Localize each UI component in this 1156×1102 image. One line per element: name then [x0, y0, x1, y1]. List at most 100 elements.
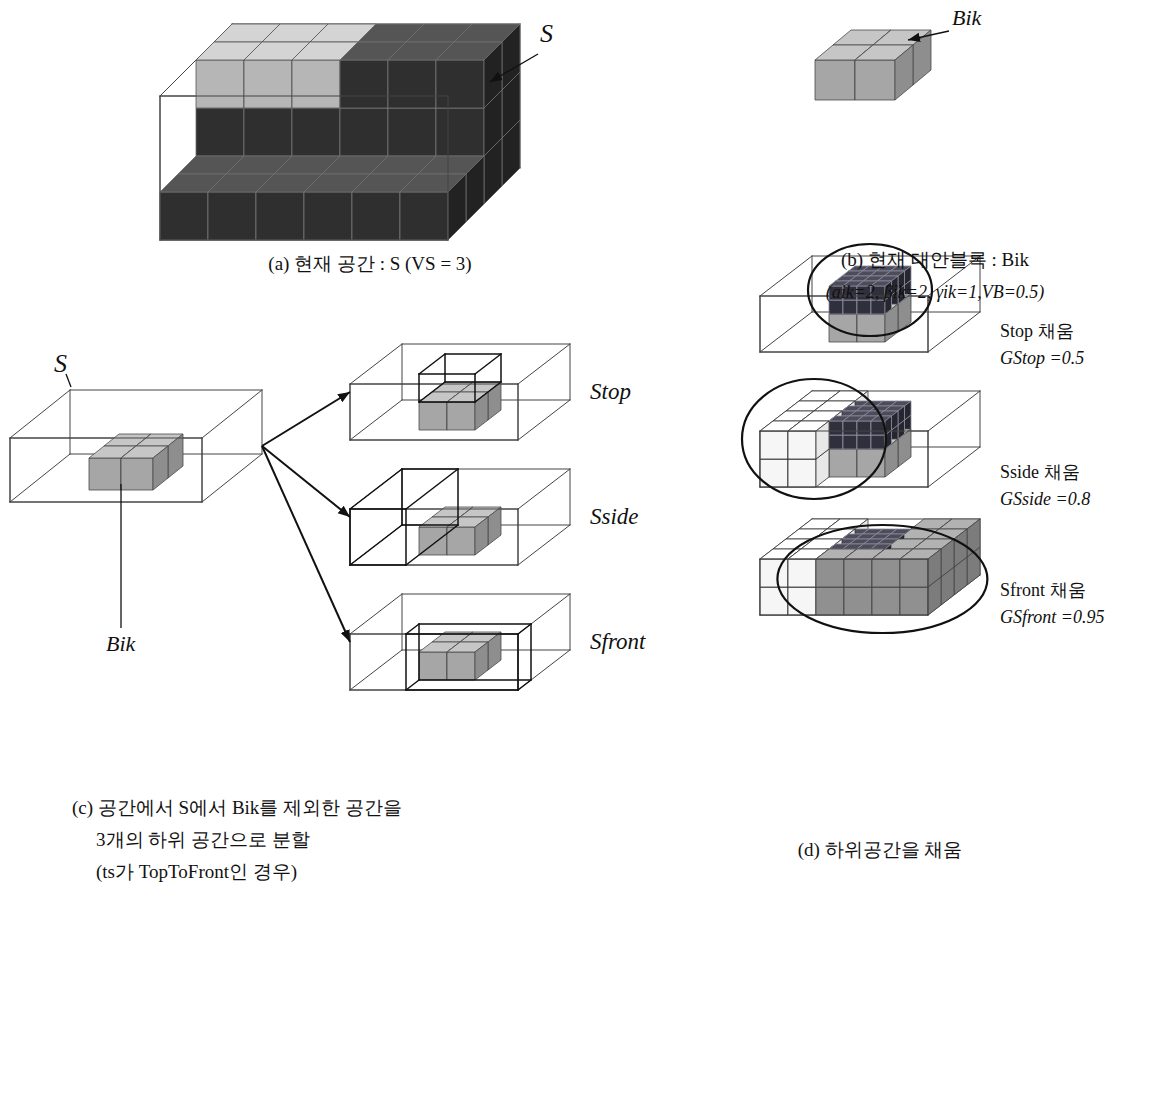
subspace-outline [518, 680, 531, 690]
container-edge-group [10, 390, 262, 502]
container-front-edge [10, 438, 11, 502]
cube-side [941, 539, 954, 577]
split-arrow [262, 446, 350, 517]
illustrations [10, 24, 987, 690]
cube-front [857, 435, 871, 449]
cube-front [244, 60, 292, 108]
subspace-side-figure [350, 469, 570, 565]
block-cube [447, 517, 488, 555]
container-edge [202, 438, 203, 502]
container-edge [518, 384, 519, 440]
container-edge-group [350, 344, 570, 440]
cube-front [352, 192, 400, 240]
subspace-outline [406, 469, 458, 509]
container-edge [350, 634, 351, 690]
subspace-outline [445, 381, 501, 383]
container-edge [928, 312, 980, 352]
subspace-outline [530, 624, 532, 680]
container-front-edge [350, 509, 518, 510]
container-front-edge [760, 487, 928, 488]
subspace-top-figure [350, 344, 570, 440]
container-edge [402, 344, 570, 345]
subspace-outline [517, 634, 519, 690]
cube-side [895, 45, 913, 100]
container-edge [350, 525, 402, 565]
container-front-edge-group [760, 296, 928, 352]
subspace-outline [406, 689, 518, 691]
space-name: S [54, 350, 67, 378]
container-front-edge-group [160, 96, 448, 240]
cube-front [760, 587, 788, 615]
container-front-edge [350, 690, 518, 691]
subspace-outline [475, 382, 501, 402]
container-edge [928, 447, 980, 487]
container-edge [448, 96, 449, 240]
subspace-outline-group [406, 624, 531, 690]
container-edge [350, 400, 402, 440]
container-edge [928, 559, 929, 615]
fill-ratio: GStop =0.5 [1000, 345, 1084, 372]
container-front-edge [928, 431, 929, 487]
split-arrow [262, 392, 350, 446]
cube-front [829, 449, 857, 477]
container-edge [350, 594, 402, 634]
container-edge [160, 240, 448, 241]
block-cube [121, 446, 168, 490]
cube-front [340, 108, 388, 156]
subspace-outline [402, 524, 458, 526]
subspace-outline-group [350, 469, 458, 565]
block-cube [447, 642, 488, 680]
container-front-edge [350, 634, 518, 635]
candidate-block-figure [815, 30, 931, 100]
container-front-edge-group [760, 431, 928, 487]
cube-side [898, 406, 905, 425]
filled-space-box: Sside 채움GSside =0.8 [760, 391, 980, 487]
container-front-edge [518, 509, 519, 565]
subspace-outline [350, 525, 402, 565]
subspace-outline [350, 508, 406, 510]
sub-caption: (ts가 TopToFront인 경우) [96, 860, 297, 884]
cube-front [208, 192, 256, 240]
cube-front [292, 108, 340, 156]
cube-front [760, 559, 788, 587]
container-edge [350, 509, 518, 510]
container-edge-group [760, 519, 980, 615]
container-edge [760, 431, 928, 432]
container-front-edge [448, 96, 449, 240]
subspace-outline [444, 354, 446, 382]
filled-front-figure [760, 519, 980, 615]
subspace-outline [405, 509, 407, 565]
container-edge [402, 469, 570, 470]
cube-front [900, 587, 928, 615]
split-arrow [262, 446, 350, 642]
container-front-edge [160, 240, 448, 241]
cube-side [484, 42, 502, 108]
container-edge [402, 594, 570, 595]
cube-front [447, 652, 475, 680]
container-front-edge [760, 296, 761, 352]
block-cube [900, 549, 941, 587]
subspace-box: Sside [350, 469, 570, 565]
cube-front [419, 402, 447, 430]
container-edge [518, 400, 570, 440]
cube-front [843, 300, 857, 314]
container-edge-group [760, 391, 980, 487]
container-edge [760, 559, 761, 615]
subspace-outline [406, 624, 419, 634]
container-edge [760, 296, 761, 352]
container-edge [402, 594, 403, 650]
subspace-outline [419, 401, 475, 403]
subspace-box: Stop [350, 344, 570, 440]
cube-front [844, 587, 872, 615]
cube-front [89, 458, 121, 490]
container-edge [518, 594, 570, 634]
space-label: S [540, 22, 553, 46]
cube-front [900, 559, 928, 587]
container-edge [518, 344, 570, 384]
subspace-outline [419, 373, 475, 375]
subspace-outline [475, 354, 501, 374]
subspace-outline [500, 354, 502, 382]
